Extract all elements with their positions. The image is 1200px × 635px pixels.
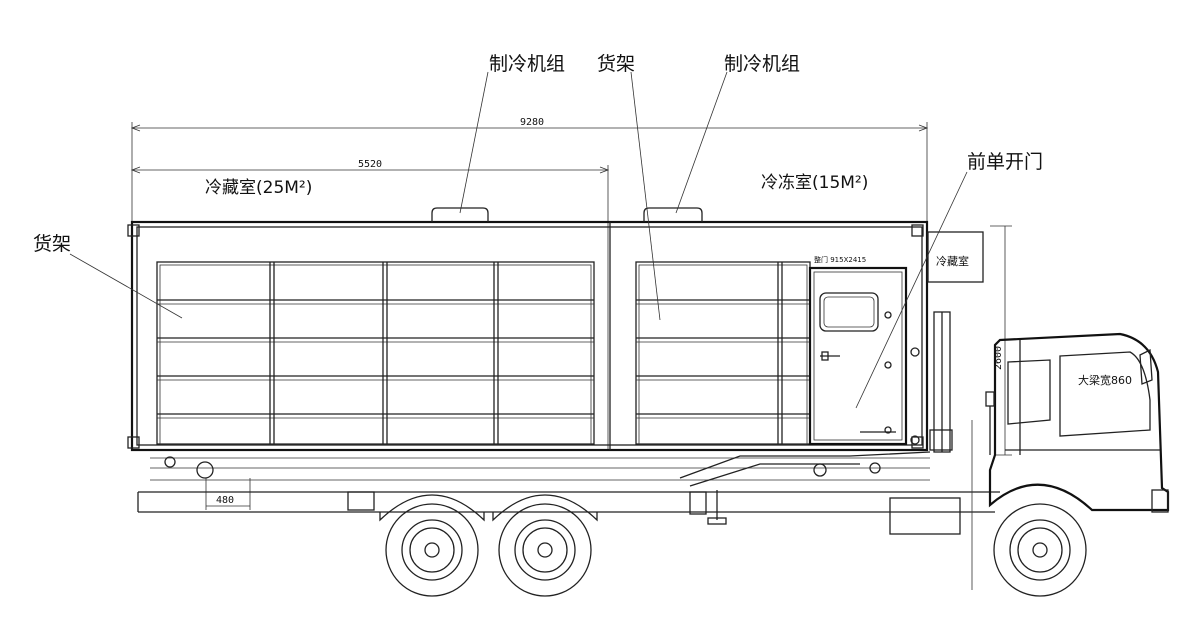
label-shelf-top: 货架 <box>597 53 635 75</box>
dimension-overall <box>130 122 929 450</box>
dimension-rear-overhang-text: 480 <box>216 495 234 506</box>
front-wheel <box>993 503 1087 597</box>
chassis <box>137 451 1000 525</box>
refrigeration-unit-right <box>643 207 703 222</box>
shelf-grid-left <box>156 261 595 445</box>
dimension-rear-overhang <box>205 478 251 510</box>
label-shelf-left: 货架 <box>33 233 71 255</box>
rear-fender-1 <box>379 494 485 522</box>
fuel-tank <box>889 497 961 535</box>
front-door <box>808 266 908 446</box>
dimension-cold-room <box>130 165 610 450</box>
label-freezer-room: 冷冻室(15M²) <box>761 173 868 193</box>
rear-wheel-1 <box>385 503 479 597</box>
door-plate-text: 整门 915X2415 <box>814 255 866 264</box>
label-refrigeration-unit-1: 制冷机组 <box>489 53 565 75</box>
leader-lines <box>69 71 968 409</box>
shelf-grid-right <box>635 261 811 445</box>
label-refrigeration-unit-2: 制冷机组 <box>724 53 800 75</box>
container-body <box>127 220 929 452</box>
front-box-text: 冷藏室 <box>936 254 969 268</box>
cab-brand-text: 大梁宽860 <box>1078 373 1132 387</box>
label-front-single-door: 前单开门 <box>967 151 1043 173</box>
dimension-cold-room-text: 5520 <box>358 159 382 170</box>
refrigeration-unit-left <box>431 207 489 222</box>
dimension-overall-text: 9280 <box>520 117 544 128</box>
rear-wheel-2 <box>498 503 592 597</box>
loader-crane <box>910 311 953 453</box>
truck-cab <box>985 332 1170 513</box>
rear-fender-2 <box>492 494 598 522</box>
label-cold-storage-room: 冷藏室(25M²) <box>205 178 312 198</box>
dimension-height-text: 2600 <box>993 346 1004 370</box>
front-box <box>927 231 984 283</box>
